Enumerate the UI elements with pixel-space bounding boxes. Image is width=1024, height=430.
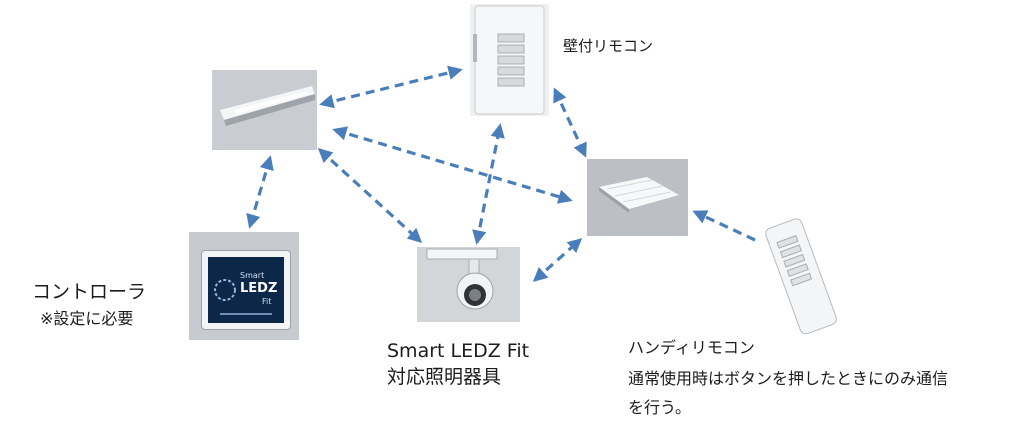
arrow-linear-square bbox=[332, 126, 573, 204]
square-light-image bbox=[587, 159, 688, 236]
arrow-spotlight-square bbox=[532, 238, 583, 282]
handy-label-line2: 通常使用時はボタンを押したときにのみ通信 bbox=[628, 369, 949, 388]
linear-light-image bbox=[212, 70, 317, 150]
fixture-label-line2: 対応照明器具 bbox=[387, 366, 502, 388]
wall-remote-label: 壁付リモコン bbox=[563, 37, 654, 55]
arrow-linear-spotlight bbox=[317, 148, 423, 243]
screen-logo-line3: Fit bbox=[262, 297, 272, 306]
handy-label-line1: ハンディリモコン bbox=[628, 338, 755, 357]
screen-logo-line2: LEDZ bbox=[240, 281, 278, 296]
arrow-wall-square bbox=[553, 87, 587, 158]
handy-remote-image bbox=[765, 218, 837, 335]
controller-label-line2: ※設定に必要 bbox=[40, 309, 134, 328]
controller-label-line1: コントローラ bbox=[32, 281, 147, 303]
controller-image: Smart LEDZ Fit bbox=[189, 232, 299, 340]
tablet-frame: Smart LEDZ Fit bbox=[201, 250, 291, 330]
screen-logo-line1: Smart bbox=[240, 271, 265, 280]
ring-icon bbox=[214, 279, 236, 301]
fixture-label-line1: Smart LEDZ Fit bbox=[387, 340, 530, 362]
handy-label-line3: を行う。 bbox=[628, 398, 692, 417]
arrow-linear-controller bbox=[246, 155, 274, 229]
arrow-handy-square bbox=[692, 210, 756, 242]
spotlight-image bbox=[417, 247, 520, 322]
tablet-screen: Smart LEDZ Fit bbox=[208, 257, 284, 323]
screen-footer-bar bbox=[220, 313, 272, 315]
arrow-spotlight-wall bbox=[472, 123, 505, 245]
arrow-linear-wall bbox=[319, 65, 463, 109]
wall-remote-image bbox=[470, 4, 549, 116]
